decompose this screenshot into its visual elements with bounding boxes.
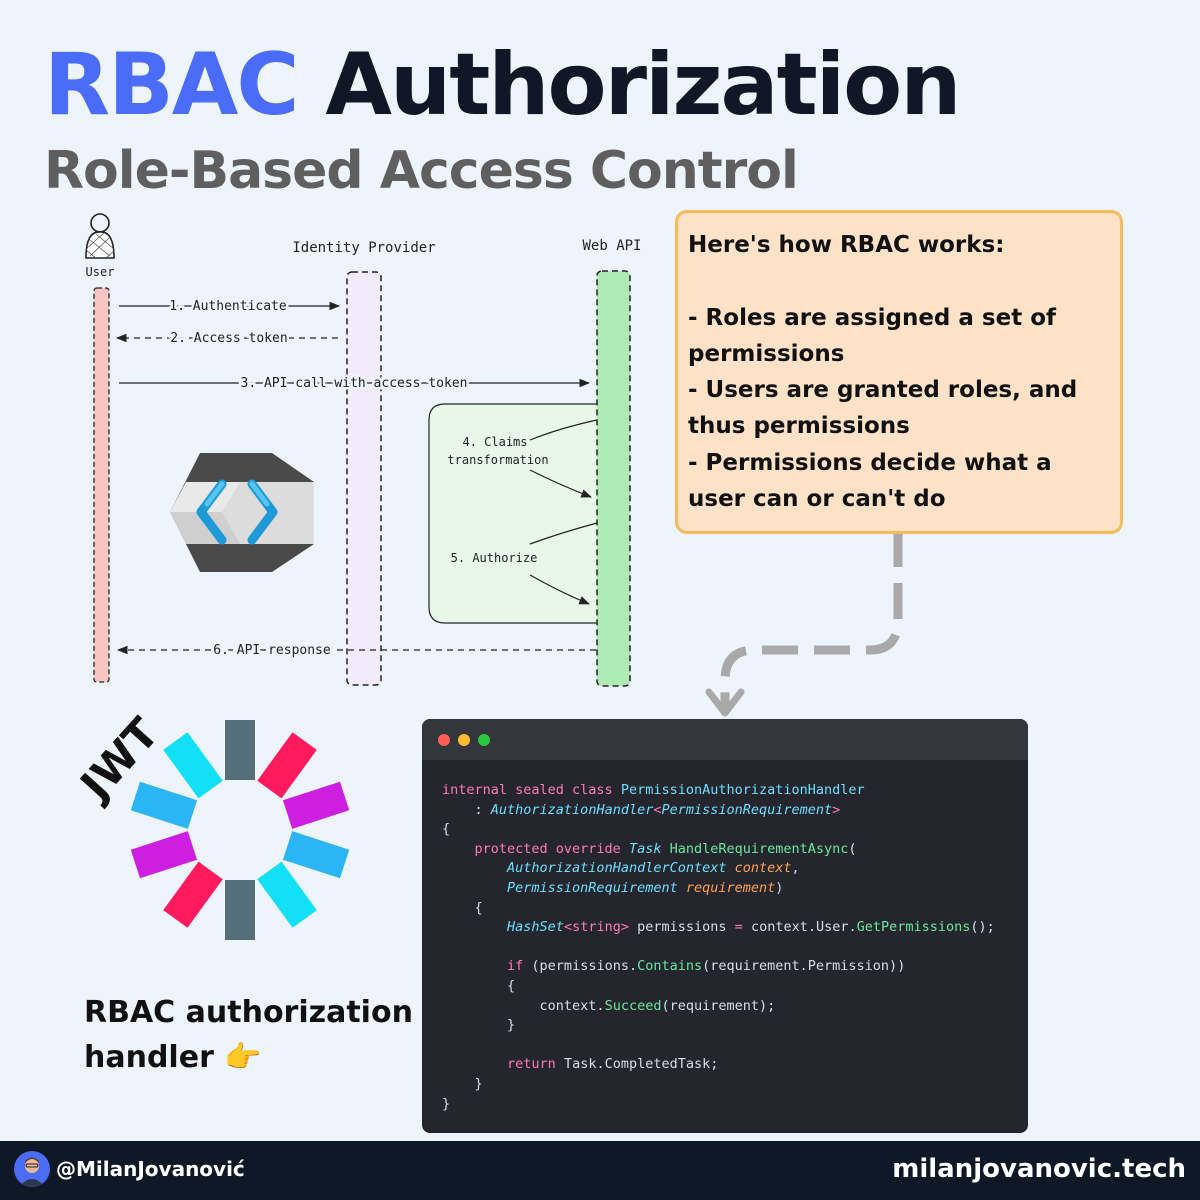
identity-provider-lifeline (346, 271, 382, 686)
maximize-dot-icon[interactable] (478, 734, 490, 746)
info-heading: Here's how RBAC works: (688, 232, 1005, 258)
code-window: internal sealed class PermissionAuthoriz… (422, 719, 1028, 1133)
message-5-return-arrow (529, 574, 590, 605)
code-type: HashSet (507, 919, 564, 936)
web-api-lifeline (596, 270, 631, 687)
code-text: > (620, 919, 629, 936)
code-type: PermissionRequirement (507, 879, 686, 896)
code-text: context.User. (742, 919, 857, 936)
user-actor-icon (85, 213, 115, 259)
code-text: > (832, 801, 841, 818)
connector-arrow (720, 531, 903, 713)
code-text: Task.CompletedTask; (555, 1056, 719, 1073)
code-text (442, 1056, 507, 1072)
code-text: } (442, 1075, 483, 1092)
page-title: RBAC Authorization (44, 30, 961, 140)
message-4-label-line2: transformation (447, 453, 548, 467)
code-operator: = (734, 919, 743, 936)
author-handle[interactable]: @MilanJovanović (56, 1157, 245, 1181)
code-text: { (442, 821, 451, 838)
minimize-dot-icon[interactable] (458, 734, 470, 746)
code-type: Task (628, 840, 670, 857)
code-text: ) (775, 879, 784, 896)
title-accent: RBAC (44, 35, 299, 135)
message-4-label-line1: 4. Claims (462, 435, 527, 449)
code-text (442, 841, 475, 857)
rbac-info-box: Here's how RBAC works: - Roles are assig… (675, 210, 1123, 534)
code-type: PermissionRequirement (661, 801, 833, 818)
code-text: (requirement.Permission)) (702, 958, 906, 975)
info-bullet-2: - Users are granted roles, and thus perm… (688, 377, 1078, 440)
code-class-name: PermissionAuthorizationHandler (620, 782, 865, 798)
message-5-out-line (529, 522, 598, 545)
caption-line-2: handler (84, 1040, 214, 1075)
identity-provider-label: Identity Provider (292, 240, 435, 256)
code-keyword: string (572, 919, 621, 936)
code-text: : (442, 801, 491, 818)
pointing-hand-icon: 👉 (224, 1040, 262, 1075)
web-api-label: Web API (582, 238, 641, 254)
message-1-label: 1. Authenticate (169, 299, 287, 314)
code-parameter: requirement (685, 879, 776, 896)
close-dot-icon[interactable] (438, 734, 450, 746)
page-subtitle: Role-Based Access Control (44, 141, 799, 201)
code-type: AuthorizationHandler (490, 801, 654, 818)
code-keyword: internal sealed class (442, 782, 621, 798)
code-method-name: Succeed (604, 997, 662, 1014)
info-bullet-3: - Permissions decide what a user can or … (688, 449, 1052, 513)
code-block: internal sealed class PermissionAuthoriz… (442, 781, 995, 1114)
code-text: context. (442, 997, 605, 1014)
code-text (442, 958, 507, 974)
info-bullet-1: - Roles are assigned a set of permission… (688, 304, 1057, 367)
code-text: (); (970, 919, 995, 936)
avatar[interactable] (14, 1151, 50, 1187)
code-parameter: context (734, 860, 792, 877)
code-text: } (442, 1017, 516, 1034)
code-text: < (653, 801, 662, 818)
keycloak-logo (170, 453, 314, 572)
footer-bar: @MilanJovanović milanjovanovic.tech (0, 1141, 1200, 1200)
code-method-name: Contains (637, 958, 703, 975)
title-rest: Authorization (325, 35, 961, 135)
message-4-out-line (529, 419, 598, 441)
code-text: (requirement); (661, 997, 776, 1014)
caption-line-1: RBAC authorization (84, 995, 413, 1030)
code-text: } (442, 1095, 451, 1112)
code-method-name: GetPermissions (856, 919, 971, 936)
code-window-titlebar (422, 719, 1028, 760)
connector-arrow-head (705, 688, 745, 717)
code-keyword: return (507, 1056, 556, 1073)
jwt-logo: JWT (69, 708, 350, 940)
code-type: AuthorizationHandlerContext (507, 860, 735, 877)
message-2-label: 2. Access token (170, 331, 287, 346)
message-5-label: 5. Authorize (451, 551, 538, 565)
code-text: , (791, 860, 800, 877)
code-text (442, 919, 507, 935)
code-text: ( (848, 840, 857, 857)
website-link[interactable]: milanjovanovic.tech (892, 1154, 1186, 1184)
code-text: { (442, 899, 483, 916)
code-text: < (563, 919, 573, 936)
message-6-label: 6. API response (213, 643, 331, 658)
authorization-group-box (428, 403, 598, 624)
code-text: { (442, 977, 516, 994)
message-4-return-arrow (529, 469, 593, 498)
code-text: (permissions. (523, 958, 638, 975)
handler-caption: RBAC authorization handler 👉 (84, 990, 414, 1080)
user-label: User (86, 265, 115, 279)
code-method-name: HandleRequirementAsync (669, 840, 849, 857)
user-lifeline (93, 287, 110, 683)
code-keyword: if (507, 958, 524, 975)
code-text (442, 880, 507, 896)
code-text (442, 860, 507, 876)
code-text: permissions (629, 919, 735, 936)
code-keyword: protected override (474, 840, 629, 857)
message-3-label: 3. API call with access token (241, 376, 468, 391)
